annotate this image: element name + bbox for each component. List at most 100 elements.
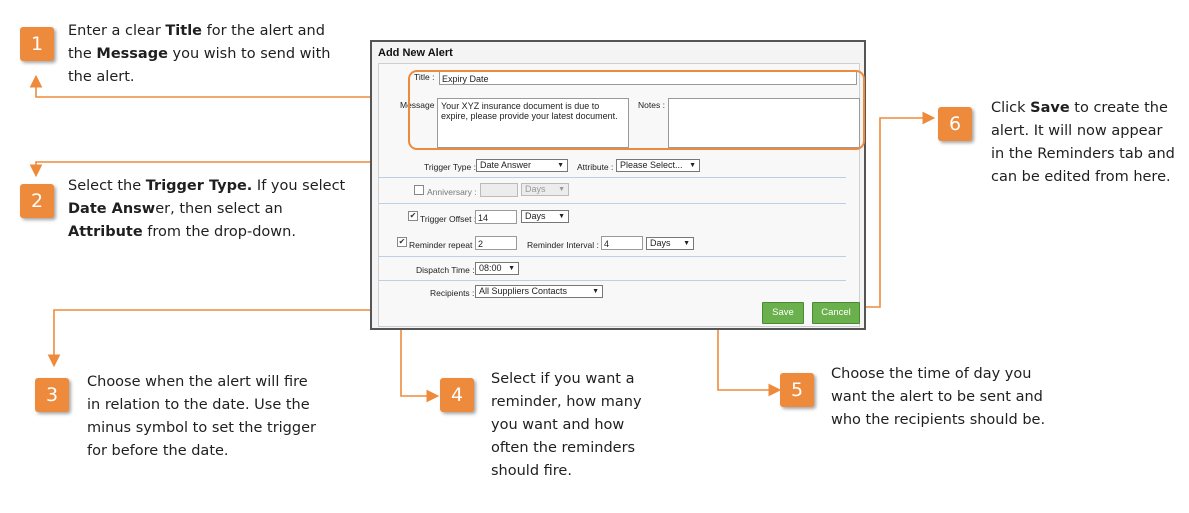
callout-line: alert. It will now appear [991, 120, 1175, 143]
triangle-down-icon: ▼ [508, 265, 515, 272]
message-label: Message : [400, 100, 440, 110]
title-label: Title : [414, 72, 435, 82]
recipients-value: All Suppliers Contacts [479, 286, 568, 296]
anniversary-unit-value: Days [525, 184, 546, 194]
callout-line: you want and how [491, 414, 642, 437]
callout-line: want the alert to be sent and [831, 386, 1045, 409]
callout-text-segment: er, then select an [155, 201, 283, 217]
callout-text-segment: who the recipients should be. [831, 412, 1046, 428]
callout-text-segment: the alert. [68, 69, 135, 85]
reminder-interval-input[interactable]: 4 [601, 236, 643, 250]
triangle-down-icon: ▼ [558, 213, 565, 220]
triangle-down-icon: ▼ [558, 186, 565, 193]
callout-line: Choose when the alert will fire [87, 371, 316, 394]
callout-text-segment: in the Reminders tab and [991, 146, 1175, 162]
callout-text-segment: to create the [1069, 100, 1168, 116]
add-new-alert-dialog: Add New Alert Title : Expiry Date Messag… [370, 40, 866, 330]
attribute-select[interactable]: Please Select... ▼ [616, 159, 700, 172]
triangle-down-icon: ▼ [592, 288, 599, 295]
callout-line: who the recipients should be. [831, 409, 1045, 432]
trigger-type-select[interactable]: Date Answer ▼ [476, 159, 568, 172]
callout-text-segment: Choose the time of day you [831, 366, 1032, 382]
callout-text-segment: Title [165, 23, 203, 39]
callout-text-segment: from the drop-down. [142, 224, 296, 240]
callout-6-badge: 6 [938, 107, 972, 141]
recipients-label: Recipients : [430, 288, 475, 298]
anniversary-label: Anniversary : [427, 187, 477, 197]
callout-text-segment: in relation to the date. Use the [87, 397, 310, 413]
callout-line: should fire. [491, 460, 642, 483]
anniversary-input[interactable] [480, 183, 518, 197]
callout-line: can be edited from here. [991, 166, 1175, 189]
callout-text-segment: Choose when the alert will fire [87, 374, 308, 390]
callout-line: in relation to the date. Use the [87, 394, 316, 417]
callout-6-text: Click Save to create the alert. It will n… [991, 97, 1175, 189]
callout-text-segment: for before the date. [87, 443, 229, 459]
dispatch-time-label: Dispatch Time : [416, 265, 475, 275]
callout-5-text: Choose the time of day you want the alert… [831, 363, 1045, 432]
callout-text-segment: reminder, how many [491, 394, 642, 410]
reminder-interval-unit-value: Days [650, 238, 671, 248]
attribute-value: Please Select... [620, 160, 683, 170]
callout-text-segment: for the alert and [202, 23, 325, 39]
reminder-repeat-label: Reminder repeat : [409, 240, 478, 250]
callout-text-segment: If you select [252, 178, 346, 194]
callout-3-text: Choose when the alert will fire in relati… [87, 371, 316, 463]
message-textarea[interactable]: Your XYZ insurance document is due to ex… [437, 98, 629, 148]
callout-text-segment: minus symbol to set the trigger [87, 420, 316, 436]
anniversary-checkbox[interactable] [414, 185, 424, 195]
callout-line: Attribute from the drop-down. [68, 221, 345, 244]
callout-text-segment: Save [1030, 100, 1070, 116]
callout-line: Choose the time of day you [831, 363, 1045, 386]
callout-text-segment: can be edited from here. [991, 169, 1171, 185]
callout-text-segment: Trigger Type. [145, 178, 253, 194]
triangle-down-icon: ▼ [683, 240, 690, 247]
callout-line: in the Reminders tab and [991, 143, 1175, 166]
title-message-highlight [408, 70, 865, 150]
reminder-repeat-checkbox[interactable]: ✔ [397, 237, 407, 247]
divider [378, 177, 846, 178]
callout-text-segment: you want and how [491, 417, 625, 433]
callout-4-badge: 4 [440, 378, 474, 412]
callout-line: Click Save to create the [991, 97, 1175, 120]
callout-4-text: Select if you want a reminder, how many yo… [491, 368, 642, 483]
callout-line: the alert. [68, 66, 330, 89]
divider [378, 256, 846, 257]
reminder-interval-unit-select[interactable]: Days ▼ [646, 237, 694, 250]
callout-text-segment: often the reminders [491, 440, 636, 456]
callout-line: Select if you want a [491, 368, 642, 391]
callout-line: Enter a clear Title for the alert and [68, 20, 330, 43]
callout-line: the Message you wish to send with [68, 43, 330, 66]
callout-line: reminder, how many [491, 391, 642, 414]
trigger-offset-input[interactable]: 14 [475, 210, 517, 224]
attribute-label: Attribute : [577, 162, 614, 172]
trigger-offset-unit-select[interactable]: Days ▼ [521, 210, 569, 223]
reminder-interval-label: Reminder Interval : [527, 240, 599, 250]
trigger-type-value: Date Answer [480, 160, 532, 170]
callout-text-segment: Enter a clear [68, 23, 166, 39]
callout-line: Select the Trigger Type. If you select [68, 175, 345, 198]
callout-line: for before the date. [87, 440, 316, 463]
callout-text-segment: alert. It will now appear [991, 123, 1163, 139]
callout-text-segment: the [68, 46, 97, 62]
dialog-title: Add New Alert [378, 47, 453, 59]
save-button[interactable]: Save [762, 302, 804, 324]
anniversary-unit-select[interactable]: Days ▼ [521, 183, 569, 196]
cancel-button[interactable]: Cancel [812, 302, 860, 324]
reminder-repeat-input[interactable]: 2 [475, 236, 517, 250]
trigger-offset-label: Trigger Offset : [420, 214, 477, 224]
trigger-offset-unit-value: Days [525, 211, 546, 221]
callout-5-badge: 5 [780, 373, 814, 407]
dispatch-time-value: 08:00 [479, 263, 502, 273]
callout-line: minus symbol to set the trigger [87, 417, 316, 440]
trigger-type-label: Trigger Type : [424, 162, 476, 172]
callout-text-segment: want the alert to be sent and [831, 389, 1043, 405]
dispatch-time-select[interactable]: 08:00 ▼ [475, 262, 519, 275]
callout-text-segment: you wish to send with [167, 46, 331, 62]
recipients-select[interactable]: All Suppliers Contacts ▼ [475, 285, 603, 298]
trigger-offset-checkbox[interactable]: ✔ [408, 211, 418, 221]
callout-text-segment: Click [991, 100, 1031, 116]
notes-textarea[interactable] [668, 98, 860, 148]
